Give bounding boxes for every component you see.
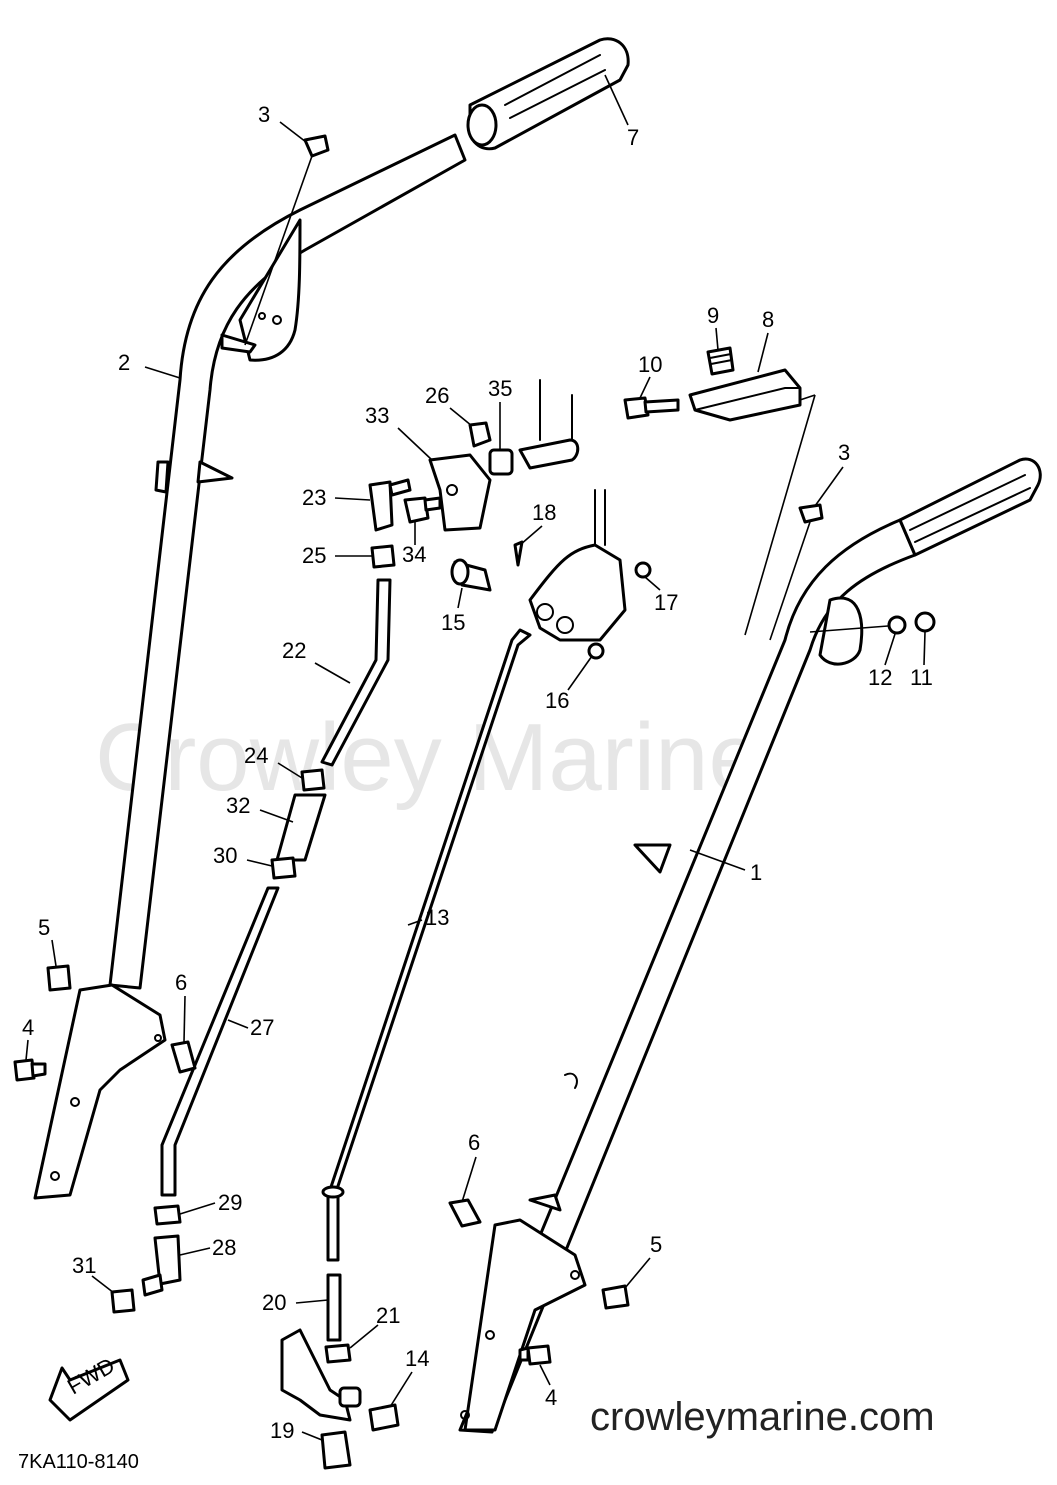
callout-14: 14 — [405, 1346, 429, 1371]
link-part-35-stub — [518, 379, 580, 470]
callout-5-right: 5 — [650, 1232, 662, 1257]
rod-part-20 — [326, 1273, 342, 1342]
right-handle-part-1 — [458, 457, 1042, 1434]
nut-part-5-left — [46, 964, 72, 992]
cotter-pin-part-18 — [513, 540, 524, 567]
watermark: Crowley Marine — [95, 704, 762, 811]
site-url: crowleymarine.com — [590, 1395, 935, 1439]
bolt-part-4-left — [13, 1058, 47, 1082]
nut-part-21 — [324, 1343, 352, 1364]
callout-29: 29 — [218, 1190, 242, 1215]
washer-part-12 — [887, 615, 907, 635]
callout-7: 7 — [627, 125, 639, 150]
bolt-part-4-right — [518, 1344, 552, 1366]
nut-part-24 — [300, 768, 326, 792]
callout-18: 18 — [532, 500, 556, 525]
callout-2: 2 — [118, 350, 130, 375]
callout-20: 20 — [262, 1290, 286, 1315]
left-handle-part-2 — [33, 133, 467, 1200]
callout-34: 34 — [402, 542, 426, 567]
bolt-part-10 — [623, 396, 680, 420]
callout-5-left: 5 — [38, 915, 50, 940]
sleeve-part-32 — [275, 793, 327, 862]
callout-3-right: 3 — [838, 440, 850, 465]
rod-part-22 — [320, 578, 392, 767]
callout-30: 30 — [213, 843, 237, 868]
callout-19: 19 — [270, 1418, 294, 1443]
callout-12: 12 — [868, 665, 892, 690]
screw-part-3-left — [244, 134, 330, 346]
callout-23: 23 — [302, 485, 326, 510]
callout-26: 26 — [425, 383, 449, 408]
nut-part-25 — [370, 544, 396, 569]
collar-part-35 — [488, 448, 514, 476]
nut-part-5-right — [601, 1284, 630, 1310]
nut-part-30 — [270, 856, 297, 880]
washer-part-17 — [634, 561, 652, 579]
callout-24: 24 — [244, 743, 268, 768]
joint-part-28 — [141, 1234, 182, 1297]
callout-25: 25 — [302, 543, 326, 568]
bolt-part-34 — [403, 496, 442, 524]
callout-16: 16 — [545, 688, 569, 713]
grip-part-7 — [466, 37, 630, 151]
callout-6-left: 6 — [175, 970, 187, 995]
pin-part-6-right — [448, 1198, 482, 1228]
fwd-arrow: FWD — [48, 1353, 130, 1422]
callout-10: 10 — [638, 352, 662, 377]
spring-part-9 — [706, 346, 735, 376]
callout-33: 33 — [365, 403, 389, 428]
nut-part-29 — [153, 1204, 182, 1226]
clip-part-16 — [587, 642, 605, 660]
rod-end-part-23 — [368, 478, 412, 532]
rod-part-27 — [160, 886, 280, 1197]
plate-part-16-17 — [528, 489, 627, 642]
drawing-code: 7KA110-8140 — [18, 1451, 139, 1473]
callout-15: 15 — [441, 610, 465, 635]
bracket-part-33 — [428, 453, 492, 532]
callout-6-right: 6 — [468, 1130, 480, 1155]
rod-part-13 — [321, 628, 532, 1262]
cover-part-8 — [688, 368, 816, 636]
callout-13: 13 — [425, 905, 449, 930]
bracket-part-14 — [280, 1328, 400, 1432]
callout-8: 8 — [762, 307, 774, 332]
nut-part-26 — [468, 421, 492, 448]
callout-4-right: 4 — [545, 1385, 557, 1410]
callout-4-left: 4 — [22, 1015, 34, 1040]
callout-3-left: 3 — [258, 102, 270, 127]
callout-11: 11 — [910, 665, 933, 690]
callout-28: 28 — [212, 1235, 236, 1260]
callout-35: 35 — [488, 376, 512, 401]
screw-part-3-right — [769, 503, 824, 641]
pin-part-6-left — [170, 1040, 197, 1074]
callout-17: 17 — [654, 590, 678, 615]
callout-27: 27 — [250, 1015, 274, 1040]
callout-22: 22 — [282, 638, 306, 663]
nut-part-11 — [914, 611, 936, 633]
callout-31: 31 — [72, 1253, 96, 1278]
pin-part-15 — [450, 558, 492, 592]
nipple-part-19 — [320, 1430, 352, 1470]
callout-32: 32 — [226, 793, 250, 818]
callouts: 7 3 2 9 8 10 3 12 11 35 26 33 23 34 25 1… — [22, 74, 933, 1443]
callout-1: 1 — [750, 860, 762, 885]
callout-9: 9 — [707, 303, 719, 328]
nut-part-31 — [110, 1288, 136, 1314]
callout-21: 21 — [376, 1303, 400, 1328]
